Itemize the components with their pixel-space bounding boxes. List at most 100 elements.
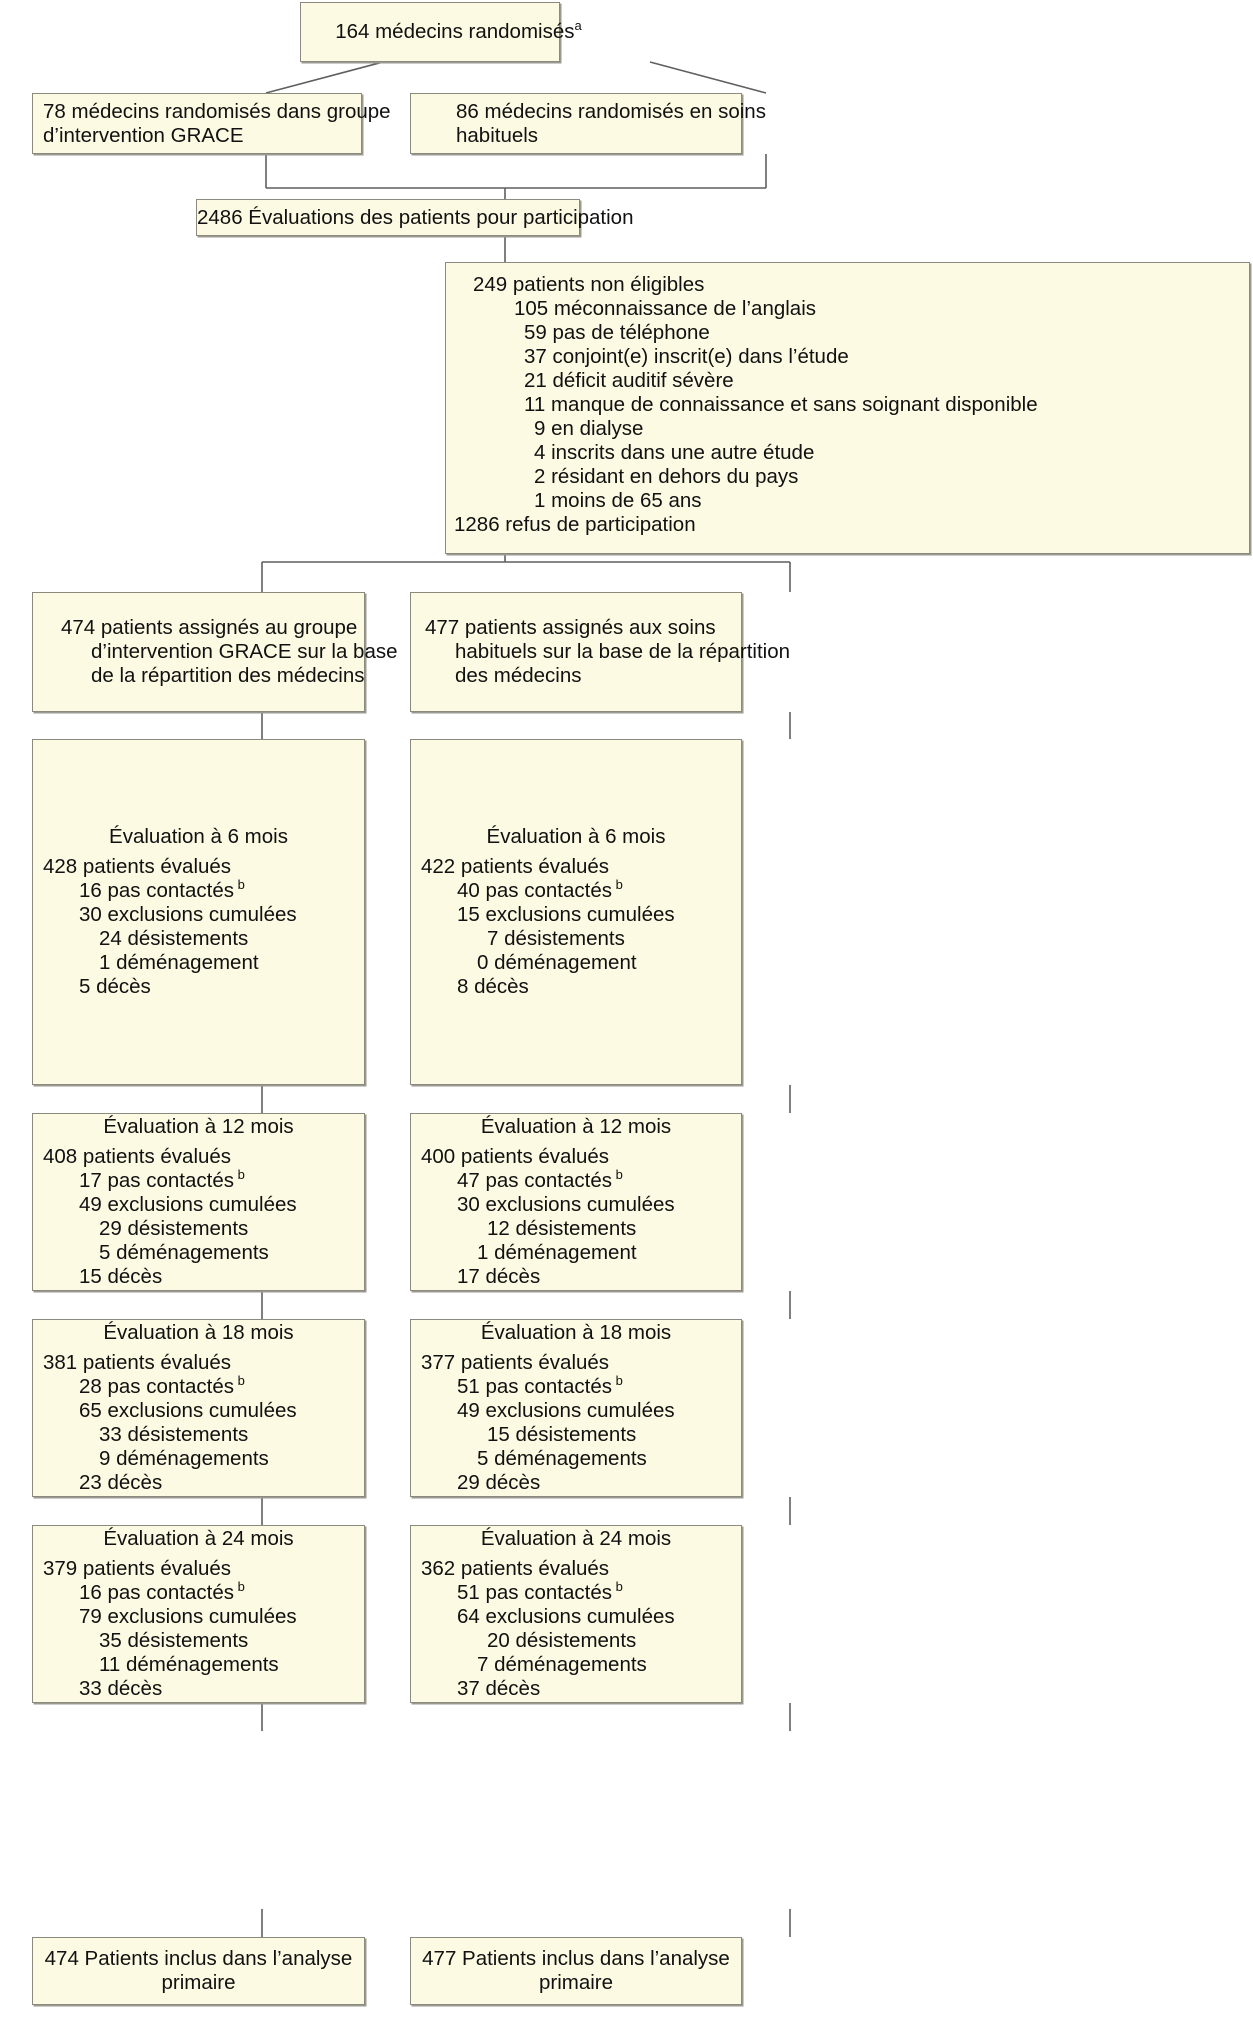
usual-24m-moves: 7 déménagements (477, 1652, 647, 1676)
footnote-marker-a: a (574, 18, 582, 34)
usual-12m-evaluated: 400 patients évalués (421, 1145, 610, 1169)
usual-assigned-line-1: 477 patients assignés aux soins (425, 616, 716, 640)
usual-12m-cumulative-exclusions: 30 exclusions cumulées (457, 1193, 675, 1216)
grace-18m-deaths: 23 décès (79, 1470, 163, 1494)
grace-12m-not-contacted: 17 pas contactés b (79, 1167, 245, 1193)
usual-12m-withdrawals: 12 désistements (487, 1216, 637, 1240)
node-grace-followup-24-months: Évaluation à 24 mois 379 patients évalués… (32, 1525, 365, 1703)
exclusion-line-8: 4 inscrits dans une autre étude (534, 440, 815, 464)
grace-12m-cumulative-exclusions: 49 exclusions cumulées (79, 1193, 297, 1216)
grace-12m-deaths: 15 décès (79, 1264, 163, 1288)
grace-18m-title: Évaluation à 18 mois (103, 1321, 294, 1345)
label-text: 164 médecins randomisés (335, 20, 575, 44)
footnote-marker-b: b (234, 1167, 245, 1183)
usual-6m-moves: 0 déménagement (477, 950, 637, 974)
footnote-marker-b: b (612, 1167, 623, 1183)
node-grace-assigned: 474 patients assignés au groupe d’interv… (32, 592, 398, 712)
exclusion-line-7: 9 en dialyse (534, 416, 644, 440)
exclusion-line-9: 2 résidant en dehors du pays (534, 464, 799, 488)
exclusion-line-4: 37 conjoint(e) inscrit(e) dans l’étude (524, 344, 849, 368)
usual-24m-evaluated: 362 patients évalués (421, 1557, 610, 1581)
grace-24m-cumulative-exclusions: 79 exclusions cumulées (79, 1605, 297, 1628)
exclusion-line-2: 105 méconnaissance de l’anglais (514, 296, 817, 320)
usual-assigned-line-2: habituels sur la base de la répartition (455, 640, 791, 663)
usual-18m-withdrawals: 15 désistements (487, 1422, 637, 1446)
grace-24m-not-contacted: 16 pas contactés b (79, 1579, 245, 1605)
exclusion-line-11: 1286 refus de participation (454, 512, 696, 536)
grace-24m-title: Évaluation à 24 mois (103, 1527, 294, 1551)
usual-24m-title: Évaluation à 24 mois (480, 1527, 672, 1551)
usual-24m-deaths: 37 décès (457, 1676, 541, 1700)
grace-6m-title: Évaluation à 6 mois (109, 825, 288, 849)
usual-physicians-line-2: habituels (456, 123, 539, 147)
grace-24m-moves: 11 déménagements (99, 1652, 279, 1676)
usual-18m-title: Évaluation à 18 mois (480, 1321, 672, 1345)
grace-6m-not-contacted: 16 pas contactés b (79, 877, 245, 903)
usual-24m-withdrawals: 20 désistements (487, 1628, 637, 1652)
usual-18m-cumulative-exclusions: 49 exclusions cumulées (457, 1399, 675, 1422)
exclusion-line-10: 1 moins de 65 ans (534, 488, 702, 512)
footnote-marker-b: b (234, 1373, 245, 1389)
node-grace-followup-18-months: Évaluation à 18 mois 381 patients évalués… (32, 1319, 365, 1497)
footnote-marker-b: b (612, 877, 623, 893)
usual-final-line-1: 477 Patients inclus dans l’analyse (422, 1947, 730, 1971)
node-usual-assigned: 477 patients assignés aux soins habituel… (410, 592, 791, 712)
grace-18m-cumulative-exclusions: 65 exclusions cumulées (79, 1399, 297, 1422)
usual-12m-not-contacted: 47 pas contactés b (457, 1167, 623, 1193)
grace-final-line-1: 474 Patients inclus dans l’analyse (44, 1947, 353, 1971)
usual-18m-evaluated: 377 patients évalués (421, 1351, 610, 1375)
footnote-marker-b: b (612, 1579, 623, 1595)
grace-24m-withdrawals: 35 désistements (99, 1628, 249, 1652)
grace-18m-not-contacted: 28 pas contactés b (79, 1373, 245, 1399)
usual-12m-title: Évaluation à 12 mois (480, 1115, 672, 1139)
node-grace-physicians: 78 médecins randomisés dans groupe d’int… (32, 93, 391, 154)
node-randomized-physicians: 164 médecins randomisésa (300, 2, 582, 62)
usual-24m-cumulative-exclusions: 64 exclusions cumulées (457, 1605, 675, 1628)
usual-12m-deaths: 17 décès (457, 1264, 541, 1288)
grace-assigned-line-1: 474 patients assignés au groupe (61, 616, 358, 640)
footnote-marker-b: b (234, 877, 245, 893)
usual-6m-title: Évaluation à 6 mois (486, 825, 666, 849)
grace-18m-moves: 9 déménagements (99, 1446, 269, 1470)
grace-12m-moves: 5 déménagements (99, 1240, 269, 1264)
grace-24m-evaluated: 379 patients évalués (43, 1557, 232, 1581)
usual-6m-deaths: 8 décès (457, 974, 529, 998)
node-assessed-for-participation: 2486 Évaluations des patients pour parti… (196, 199, 634, 236)
grace-assigned-line-3: de la répartition des médecins (91, 663, 365, 687)
exclusion-line-6: 11 manque de connaissance et sans soigna… (524, 392, 1038, 416)
exclusion-line-3: 59 pas de téléphone (524, 320, 710, 344)
grace-18m-withdrawals: 33 désistements (99, 1422, 249, 1446)
usual-6m-withdrawals: 7 désistements (487, 926, 625, 950)
grace-6m-deaths: 5 décès (79, 974, 151, 998)
assessed-label: 2486 Évaluations des patients pour parti… (197, 205, 634, 229)
node-usual-final-analysis: 477 Patients inclus dans l’analyse prima… (410, 1937, 742, 2005)
usual-18m-deaths: 29 décès (457, 1470, 541, 1494)
grace-assigned-line-2: d’intervention GRACE sur la base (91, 640, 398, 663)
grace-6m-cumulative-exclusions: 30 exclusions cumulées (79, 903, 297, 926)
node-exclusions: 249 patients non éligibles 105 méconnais… (445, 262, 1250, 554)
grace-physicians-line-1: 78 médecins randomisés dans groupe (43, 99, 391, 123)
usual-physicians-line-1: 86 médecins randomisés en soins (456, 99, 766, 123)
footnote-marker-b: b (612, 1373, 623, 1389)
grace-12m-withdrawals: 29 désistements (99, 1216, 249, 1240)
grace-24m-deaths: 33 décès (79, 1676, 163, 1700)
usual-6m-not-contacted: 40 pas contactés b (457, 877, 623, 903)
node-randomized-physicians-label: 164 médecins randomisésa (301, 0, 582, 68)
usual-6m-cumulative-exclusions: 15 exclusions cumulées (457, 903, 675, 926)
exclusion-line-5: 21 déficit auditif sévère (524, 368, 734, 392)
exclusion-line-1: 249 patients non éligibles (473, 273, 705, 296)
usual-assigned-line-3: des médecins (455, 663, 582, 687)
grace-6m-moves: 1 déménagement (99, 950, 259, 974)
node-usual-followup-18-months: Évaluation à 18 mois 377 patients évalués… (410, 1319, 742, 1497)
usual-18m-not-contacted: 51 pas contactés b (457, 1373, 623, 1399)
usual-final-line-2: primaire (538, 1971, 614, 1994)
usual-6m-evaluated: 422 patients évalués (421, 855, 610, 879)
grace-18m-evaluated: 381 patients évalués (43, 1351, 232, 1375)
usual-18m-moves: 5 déménagements (477, 1446, 647, 1470)
node-usual-care-physicians: 86 médecins randomisés en soins habituel… (410, 93, 766, 154)
grace-12m-evaluated: 408 patients évalués (43, 1145, 232, 1169)
